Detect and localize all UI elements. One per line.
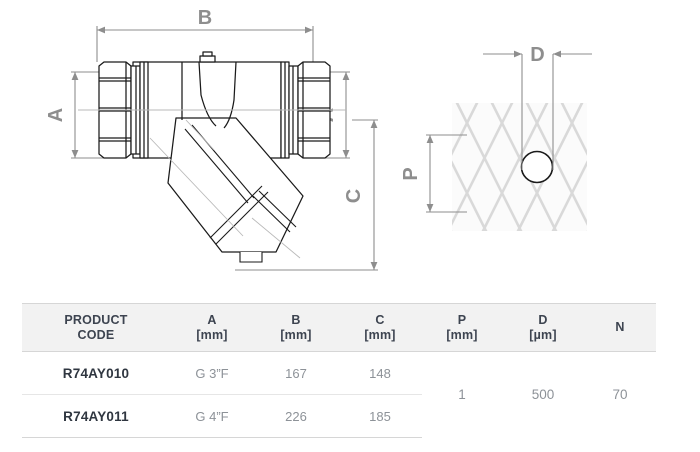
cell-n-merged: 70: [612, 387, 628, 403]
column-header-b: B [mm]: [254, 303, 338, 352]
cell-a: G 4”F: [170, 394, 254, 438]
dimension-label-p: P: [400, 167, 422, 180]
column-header-d-title: D: [538, 312, 548, 327]
column-header-b-title: B: [291, 312, 301, 327]
column-header-d-unit: [µm]: [529, 327, 557, 342]
table-row: R74AY010 G 3”F 167 148 1 500 70: [22, 351, 656, 402]
dimension-d: [483, 50, 592, 170]
mesh-field: [452, 103, 587, 231]
valve-body-outline: [132, 51, 304, 253]
column-header-a: A [mm]: [170, 303, 254, 352]
table-row: R74AY011 G 4”F 226 185: [22, 394, 656, 438]
column-header-c: C [mm]: [338, 303, 422, 352]
table-header-row: PRODUCT CODE A [mm] B [mm] C [mm]: [22, 303, 656, 352]
dimension-p: [426, 134, 467, 213]
cell-p-merged: 1: [458, 387, 466, 403]
mesh-wire-circle: [520, 150, 554, 184]
dimension-label-a-left: A: [45, 108, 67, 122]
column-header-p-title: P: [457, 312, 467, 327]
column-header-product-code-line1: PRODUCT: [64, 312, 128, 327]
column-header-n-title: N: [615, 320, 625, 334]
column-header-p-unit: [mm]: [446, 327, 478, 342]
y-strainer-valve-drawing: B A A C: [45, 7, 378, 271]
strainer-mesh-detail-drawing: D P: [400, 44, 592, 231]
column-header-a-unit: [mm]: [196, 327, 228, 342]
dimension-label-c: C: [343, 189, 365, 203]
table-header: PRODUCT CODE A [mm] B [mm] C [mm]: [22, 303, 656, 352]
dimension-label-b: B: [198, 7, 212, 29]
dimension-label-d: D: [530, 44, 544, 66]
mesh-lattice: [452, 103, 587, 231]
table-body: R74AY010 G 3”F 167 148 1 500 70 R74AY011…: [22, 351, 656, 438]
column-header-p: P [mm]: [422, 303, 502, 352]
cell-d-merged: 500: [531, 387, 555, 403]
specification-table-container: PRODUCT CODE A [mm] B [mm] C [mm]: [22, 303, 656, 438]
column-header-c-unit: [mm]: [364, 327, 396, 342]
specification-table: PRODUCT CODE A [mm] B [mm] C [mm]: [22, 303, 656, 438]
dimension-b: [96, 26, 314, 62]
column-header-d: D [µm]: [502, 303, 584, 352]
column-header-b-unit: [mm]: [280, 327, 312, 342]
cell-product-code: R74AY011: [22, 394, 170, 438]
cell-c: 185: [338, 394, 422, 438]
cell-c: 148: [338, 351, 422, 395]
column-header-n: N: [584, 303, 656, 352]
column-header-product-code: PRODUCT CODE: [22, 303, 170, 352]
column-header-product-code-line2: CODE: [77, 327, 115, 342]
valve-centre-lines: [78, 109, 346, 259]
column-header-a-title: A: [207, 312, 217, 327]
cell-product-code: R74AY010: [22, 351, 170, 395]
cell-a: G 3”F: [170, 351, 254, 395]
column-header-c-title: C: [375, 312, 385, 327]
dimension-c: [235, 119, 378, 271]
valve-strainer-cap: [184, 124, 297, 263]
cell-b: 167: [254, 351, 338, 395]
cell-b: 226: [254, 394, 338, 438]
